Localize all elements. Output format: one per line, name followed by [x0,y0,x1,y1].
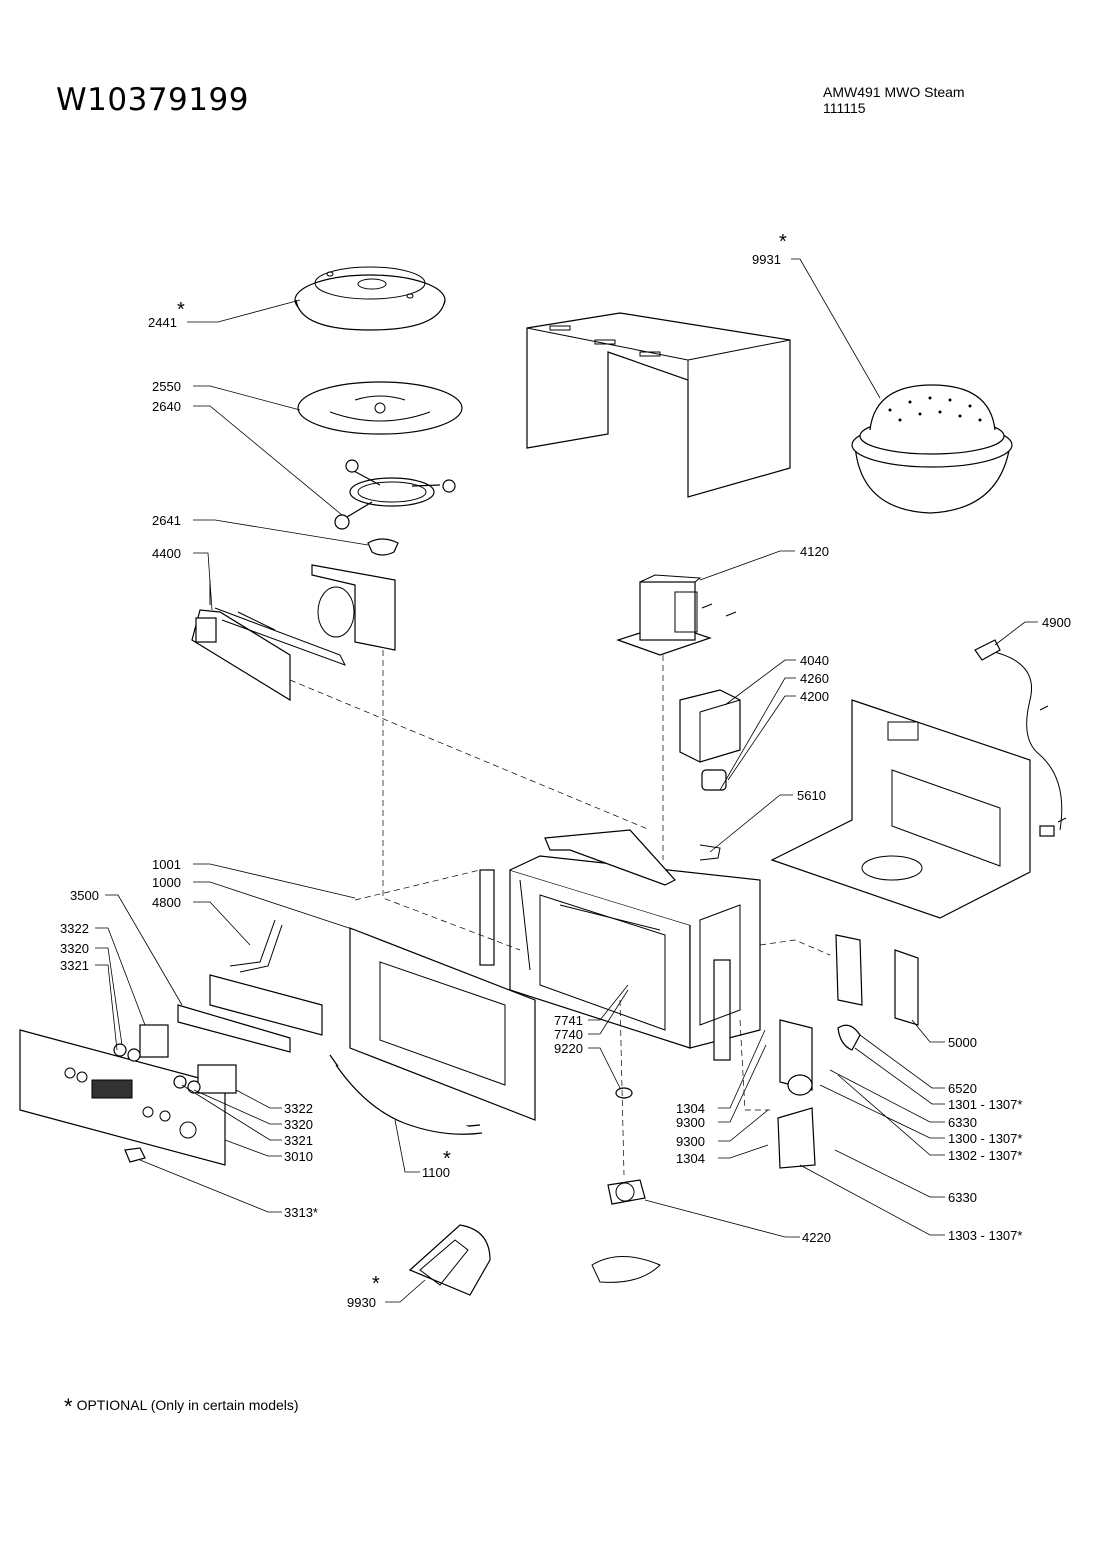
label-4220: 4220 [802,1230,831,1245]
magnetron-drawing [679,689,741,763]
label-9931: 9931 [752,252,781,267]
label-3320-left: 3320 [60,941,89,956]
label-3313: 3313* [284,1205,318,1220]
label-4800: 4800 [152,895,181,910]
footnote-text: OPTIONAL (Only in certain models) [76,1397,299,1413]
optional-marker-9931: * [779,231,787,253]
label-3320-right: 3320 [284,1117,313,1132]
label-3500: 3500 [70,888,99,903]
label-1301: 1301 - 1307* [948,1097,1022,1112]
switch-assembly-drawing [113,1024,237,1094]
model-date-code: 111115 [823,100,866,116]
part-labels: 2441 2550 2640 2641 4400 9931 4120 4900 … [60,252,1071,1310]
stirrer-motor-drawing [591,1087,661,1283]
label-5000: 5000 [948,1035,977,1050]
motor-bracket-drawing [191,564,396,702]
optional-markers: * * * * [177,231,787,1295]
label-4400: 4400 [152,546,181,561]
roller-ring-drawing [334,459,456,530]
label-7740: 7740 [554,1027,583,1042]
assembly-guides [289,650,831,1176]
door-drawing [349,927,536,1121]
label-2550: 2550 [152,379,181,394]
label-9300-upper: 9300 [676,1115,705,1130]
label-2641: 2641 [152,513,181,528]
optional-marker-1100: * [443,1148,451,1170]
optional-marker-2441: * [177,299,185,321]
label-6330-upper: 6330 [948,1115,977,1130]
document-number: W10379199 [56,82,249,118]
label-6520: 6520 [948,1081,977,1096]
control-panel-drawing [19,1029,226,1166]
label-4120: 4120 [800,544,829,559]
label-9220: 9220 [554,1041,583,1056]
label-3321-left: 3321 [60,958,89,973]
label-1001: 1001 [152,857,181,872]
label-9300-lower: 9300 [676,1134,705,1149]
capacitor-drawing [699,769,727,861]
power-cord-drawing [974,639,1067,837]
label-3322-left: 3322 [60,921,89,936]
oven-cavity-drawing [479,829,761,1061]
coupler-drawing [367,538,399,556]
transformer-drawing [616,574,737,656]
optional-marker-9930: * [372,1273,380,1295]
support-plate-drawing [177,974,323,1053]
label-1000: 1000 [152,875,181,890]
label-1303: 1303 - 1307* [948,1228,1022,1243]
rack-drawing [408,1224,491,1296]
label-1300: 1300 - 1307* [948,1131,1022,1146]
label-4200: 4200 [800,689,829,704]
label-2441: 2441 [148,315,177,330]
label-1302: 1302 - 1307* [948,1148,1022,1163]
label-4260: 4260 [800,671,829,686]
model-name: AMW491 MWO Steam [823,84,965,100]
label-2640: 2640 [152,399,181,414]
interlock-components-drawing [777,934,919,1169]
steam-dish-drawing [851,384,1013,514]
label-7741: 7741 [554,1013,583,1028]
label-1304-upper: 1304 [676,1101,705,1116]
label-6330-lower: 6330 [948,1190,977,1205]
model-info: AMW491 MWO Steam 111115 [823,84,965,116]
optional-footnote: *OPTIONAL (Only in certain models) [64,1394,299,1420]
label-9930: 9930 [347,1295,376,1310]
ribbon-cable-drawing [229,919,283,973]
label-4900: 4900 [1042,615,1071,630]
turntable-cover-drawing [294,266,446,331]
label-3322-right: 3322 [284,1101,313,1116]
glass-tray-drawing [297,381,463,435]
door-choke-drawing [329,1054,483,1135]
label-4040: 4040 [800,653,829,668]
label-1304-lower: 1304 [676,1151,705,1166]
back-panel-drawing [770,699,1031,919]
label-1100: 1100 [422,1165,450,1180]
label-3321-right: 3321 [284,1133,313,1148]
leader-lines [95,258,1038,1303]
footnote-star: * [64,1394,73,1419]
outer-cover-drawing [526,312,791,498]
label-5610: 5610 [797,788,826,803]
label-3010: 3010 [284,1149,313,1164]
